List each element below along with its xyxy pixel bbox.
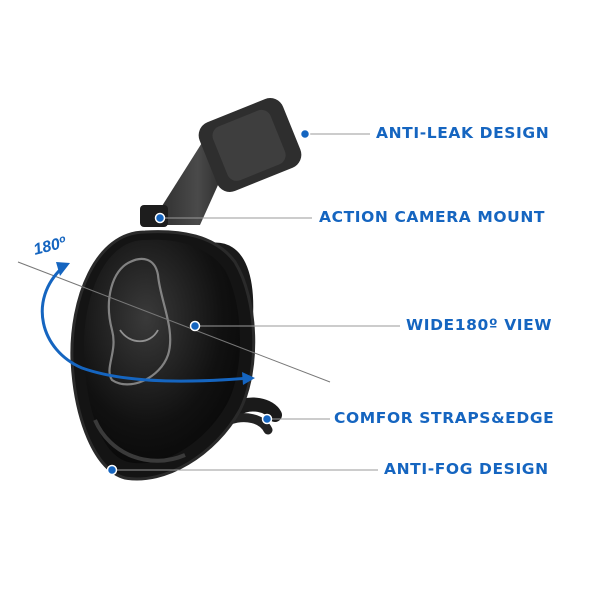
mask-body — [70, 230, 256, 481]
leader-lines — [112, 133, 400, 471]
callout-camera-mount: ACTION CAMERA MOUNT — [319, 208, 546, 226]
snorkel-tube — [140, 98, 302, 227]
leader-dots — [106, 128, 311, 476]
callout-wide-view: WIDE180º VIEW — [406, 316, 553, 334]
callout-anti-fog: ANTI-FOG DESIGN — [384, 460, 549, 478]
callout-anti-leak: ANTI-LEAK DESIGN — [376, 124, 550, 142]
callout-straps: COMFOR STRAPS&EDGE — [334, 409, 555, 427]
view-angle-arc — [17, 261, 331, 385]
